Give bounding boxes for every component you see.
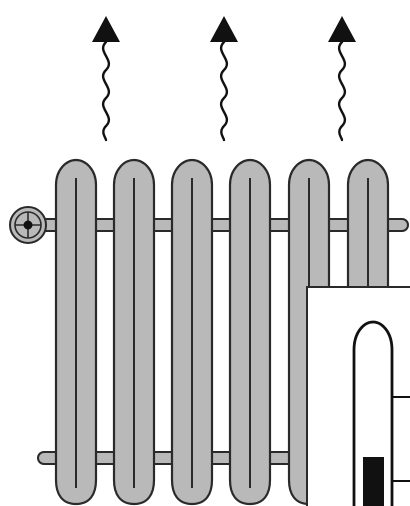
valve-knob-icon <box>10 207 46 243</box>
radiator-fin <box>56 160 96 504</box>
heat-arrow-icon <box>92 16 120 140</box>
heat-arrow-icon <box>210 16 238 140</box>
heat-arrows <box>92 16 356 140</box>
radiator-fin <box>172 160 212 504</box>
thermometer-level <box>363 457 384 506</box>
radiator-fin <box>230 160 270 504</box>
thermometer-card <box>307 287 410 506</box>
heat-arrow-icon <box>328 16 356 140</box>
radiator-fin <box>114 160 154 504</box>
